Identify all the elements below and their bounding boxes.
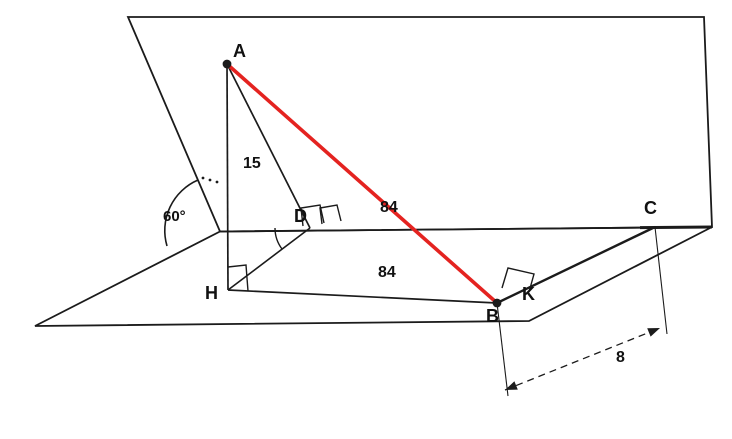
- right-angle-mark-D-1: [300, 204, 325, 227]
- label-C: C: [644, 198, 657, 218]
- point-B-dot: [492, 298, 502, 308]
- label-A: A: [233, 41, 246, 61]
- dot-mark-1: [201, 176, 205, 180]
- segment-HB: [227, 289, 498, 304]
- dimension-line-8: [504, 327, 661, 391]
- label-AD-15: 15: [243, 155, 261, 172]
- segment-AB-red: [225, 62, 499, 305]
- point-A-dot: [222, 59, 232, 69]
- dot-mark-3: [215, 180, 219, 184]
- label-DC-84: 84: [380, 199, 398, 216]
- fold-line-emphasis: [639, 225, 713, 230]
- label-K: K: [522, 284, 535, 304]
- label-angle-60: 60°: [163, 208, 186, 225]
- dimension-arrowhead-left: [505, 381, 518, 390]
- inclined-plane: [126, 16, 713, 233]
- extension-line-B: [496, 302, 509, 397]
- dot-mark-2: [208, 178, 212, 182]
- segment-AH: [226, 63, 229, 291]
- angle-arc-D: [274, 227, 283, 250]
- right-angle-mark-H: [227, 264, 249, 292]
- extension-line-C: [654, 226, 668, 335]
- right-angle-mark-D-2: [319, 204, 342, 225]
- label-HB-84: 84: [378, 264, 396, 281]
- label-offset-8: 8: [616, 349, 625, 366]
- label-B: B: [486, 306, 499, 326]
- dihedral-angle-arc: [164, 179, 199, 247]
- horizontal-plane: [34, 226, 713, 327]
- right-angle-mark-K: [501, 267, 535, 293]
- label-D: D: [294, 206, 307, 226]
- segment-BC: [496, 225, 656, 305]
- dimension-arrowhead-right: [647, 328, 660, 337]
- segment-DH: [227, 227, 311, 291]
- segment-AD: [226, 63, 311, 229]
- label-H: H: [205, 283, 218, 303]
